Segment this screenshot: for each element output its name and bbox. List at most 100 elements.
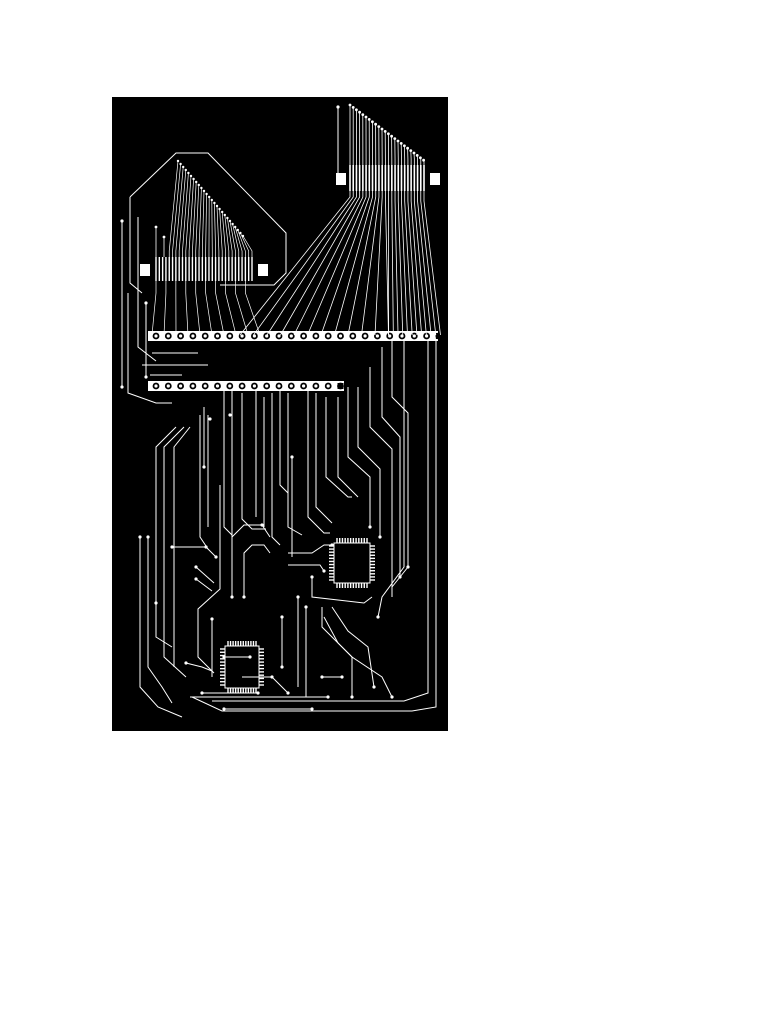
left-fanout-trace: [242, 235, 253, 257]
top-connector-pin: [387, 165, 390, 191]
chip-pin-bottom: [232, 688, 234, 693]
left-fanout-via: [228, 219, 232, 223]
via: [378, 535, 382, 539]
top-vertical-trace: [423, 191, 441, 336]
top-connector-pin: [410, 165, 412, 191]
chip-pin-top: [358, 538, 360, 543]
via: [222, 655, 226, 659]
left-connector-pin: [211, 257, 213, 281]
header-hole-center: [166, 384, 170, 388]
left-connector-mount-right: [258, 264, 268, 276]
header-hole-center: [425, 334, 429, 338]
left-fanout-trace: [216, 205, 220, 257]
top-fanout-via: [403, 144, 406, 148]
chip-pin-bottom: [250, 688, 252, 693]
via: [390, 695, 394, 699]
left-fanout-trace: [224, 214, 230, 257]
left-fanout-via: [182, 165, 185, 169]
left-connector-pin: [224, 257, 227, 281]
top-connector-pin: [423, 165, 425, 191]
header-hole-center: [412, 334, 416, 338]
left-down-trace: [163, 281, 167, 336]
top-fanout-via: [367, 118, 371, 121]
via: [228, 413, 232, 417]
chip-pin-left: [329, 573, 334, 575]
left-connector-pin: [231, 257, 233, 281]
top-fanout-via: [419, 156, 422, 160]
via: [322, 569, 326, 573]
top-vertical-trace: [397, 191, 404, 336]
left-fanout-via: [202, 189, 206, 193]
top-fanout-via: [358, 110, 361, 114]
header-hole-center: [388, 334, 392, 338]
chip-pin-left: [220, 684, 225, 686]
via: [280, 665, 284, 669]
left-fanout-via: [176, 159, 180, 163]
header-hole-center: [166, 334, 170, 338]
via: [256, 691, 260, 695]
chip-pin-top: [242, 641, 244, 646]
left-connector-pin: [214, 257, 217, 281]
left-connector-pin: [155, 257, 157, 281]
left-fanout-trace: [185, 175, 192, 257]
top-fanout-via: [399, 142, 403, 145]
top-connector-mount-left: [336, 173, 346, 185]
left-fanout-via: [241, 234, 245, 238]
signal-traces: [139, 337, 437, 718]
chip-pin-bottom: [358, 583, 360, 588]
chip-pin-left: [329, 557, 334, 560]
chip-pin-bottom: [237, 688, 239, 693]
chip-pin-right: [370, 551, 375, 553]
via: [372, 685, 376, 689]
left-fpc-connector: [140, 257, 268, 281]
chip-pin-right: [370, 576, 375, 578]
left-connector-pin: [198, 257, 200, 281]
header-pin1-square: [337, 383, 344, 389]
left-fanout-trace: [214, 202, 216, 257]
top-diagonal-trace: [253, 191, 354, 336]
chip-pin-right: [370, 557, 375, 560]
top-fanout-via: [390, 134, 393, 138]
chip-pin-left: [329, 548, 334, 550]
via: [200, 691, 204, 695]
top-diagonal-trace: [280, 191, 361, 336]
via: [326, 695, 330, 699]
left-fanout-trace: [232, 223, 240, 257]
header-pin1-square: [435, 333, 442, 339]
top-vertical-trace: [410, 191, 423, 336]
chip-pin-top: [252, 641, 255, 646]
header-hole-center: [203, 334, 207, 338]
left-connector-pin: [191, 257, 194, 281]
via: [120, 385, 124, 389]
left-connector-pin: [158, 257, 161, 281]
chip-pin-top: [240, 641, 242, 646]
chip-pin-top: [234, 641, 237, 646]
left-connector-pin: [234, 257, 237, 281]
left-down-trace: [215, 281, 225, 336]
chip-pin-top: [360, 538, 363, 543]
left-fanout-via: [208, 195, 211, 199]
left-fanout-trace: [227, 217, 233, 257]
chip-pin-bottom: [240, 688, 242, 693]
left-fanout-trace: [219, 208, 223, 257]
via: [146, 535, 150, 539]
chip-pin-left: [329, 554, 334, 556]
top-connector-pin: [378, 165, 380, 191]
top-connector-pin: [397, 165, 400, 191]
left-fanout-via: [213, 201, 216, 205]
chip-pin-right: [370, 548, 375, 550]
header-hole-center: [191, 384, 195, 388]
via: [214, 555, 218, 559]
header-strip: [148, 381, 344, 391]
left-stub-via: [154, 225, 158, 229]
via: [194, 565, 198, 569]
header-hole-center: [289, 384, 293, 388]
header-hole-center: [228, 384, 232, 388]
left-down-trace: [185, 281, 189, 336]
top-fanout-via: [364, 115, 368, 119]
left-connector-pin: [168, 257, 170, 281]
chip-pin-bottom: [336, 583, 338, 588]
header-hole-center: [203, 384, 207, 388]
header-row-2: [148, 381, 344, 391]
